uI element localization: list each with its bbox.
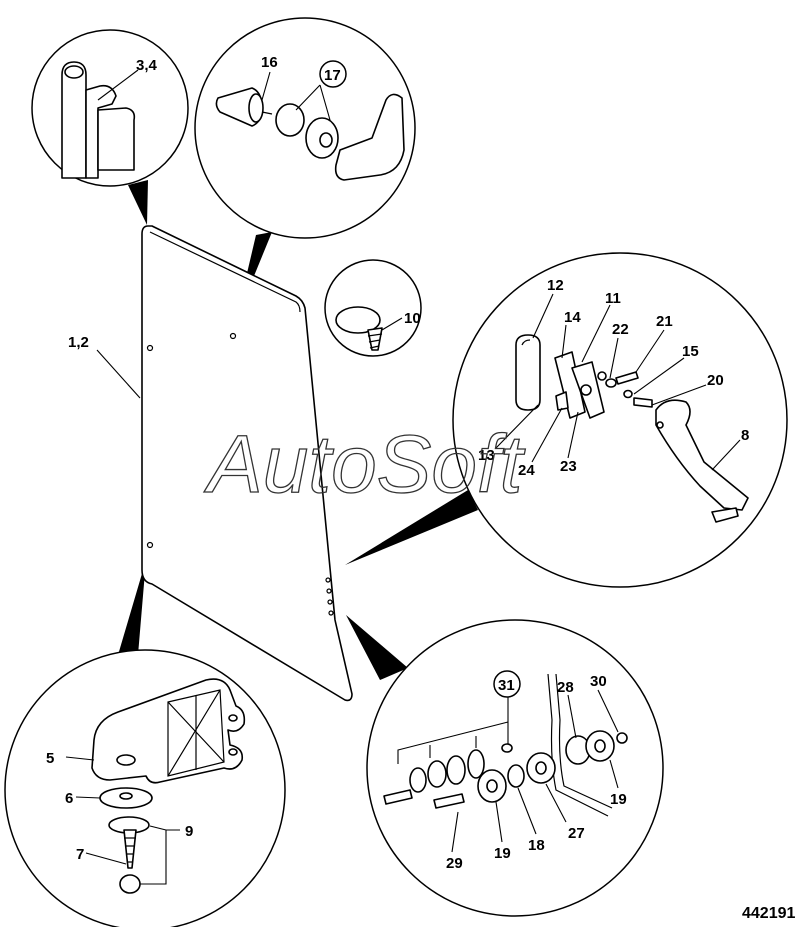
label-21: 21 — [656, 313, 673, 330]
label-17: 17 — [324, 67, 341, 84]
label-27: 27 — [568, 825, 585, 842]
glass-panel — [141, 225, 353, 702]
label-3-4: 3,4 — [136, 57, 158, 74]
label-7: 7 — [76, 846, 84, 863]
label-30: 30 — [590, 673, 607, 690]
label-16: 16 — [261, 54, 278, 71]
label-22: 22 — [612, 321, 629, 338]
label-9: 9 — [185, 823, 193, 840]
label-6: 6 — [65, 790, 73, 807]
label-19-bottom: 19 — [494, 845, 511, 862]
pointer-wedge-seal — [128, 180, 148, 225]
label-1-2: 1,2 — [68, 334, 89, 351]
label-10: 10 — [404, 310, 421, 327]
pointer-wedge-mount — [346, 615, 408, 680]
label-14: 14 — [564, 309, 581, 326]
label-8: 8 — [741, 427, 749, 444]
callout-circle-17 — [319, 60, 347, 88]
pointer-wedge-hinge — [345, 490, 478, 565]
detail-handle — [194, 17, 416, 239]
label-19-right: 19 — [610, 791, 627, 808]
detail-seal — [31, 29, 189, 187]
detail-hinge — [452, 252, 788, 588]
label-28: 28 — [557, 679, 574, 696]
label-5: 5 — [46, 750, 54, 767]
label-29: 29 — [446, 855, 463, 872]
detail-bracket — [4, 649, 286, 927]
detail-clip — [324, 259, 422, 357]
label-12: 12 — [547, 277, 564, 294]
label-15: 15 — [682, 343, 699, 360]
pointer-wedge-bracket — [118, 560, 146, 655]
label-11: 11 — [605, 290, 621, 307]
label-31: 31 — [498, 677, 515, 694]
label-23: 23 — [560, 458, 577, 475]
label-20: 20 — [707, 372, 724, 389]
label-13: 13 — [478, 447, 495, 464]
detail-mounts — [366, 619, 664, 917]
label-24: 24 — [518, 462, 535, 479]
callout-circle-31 — [493, 670, 521, 698]
label-18: 18 — [528, 837, 545, 854]
figure-number: 442191 — [742, 905, 795, 922]
watermark-text: AutoSoft — [203, 419, 526, 510]
